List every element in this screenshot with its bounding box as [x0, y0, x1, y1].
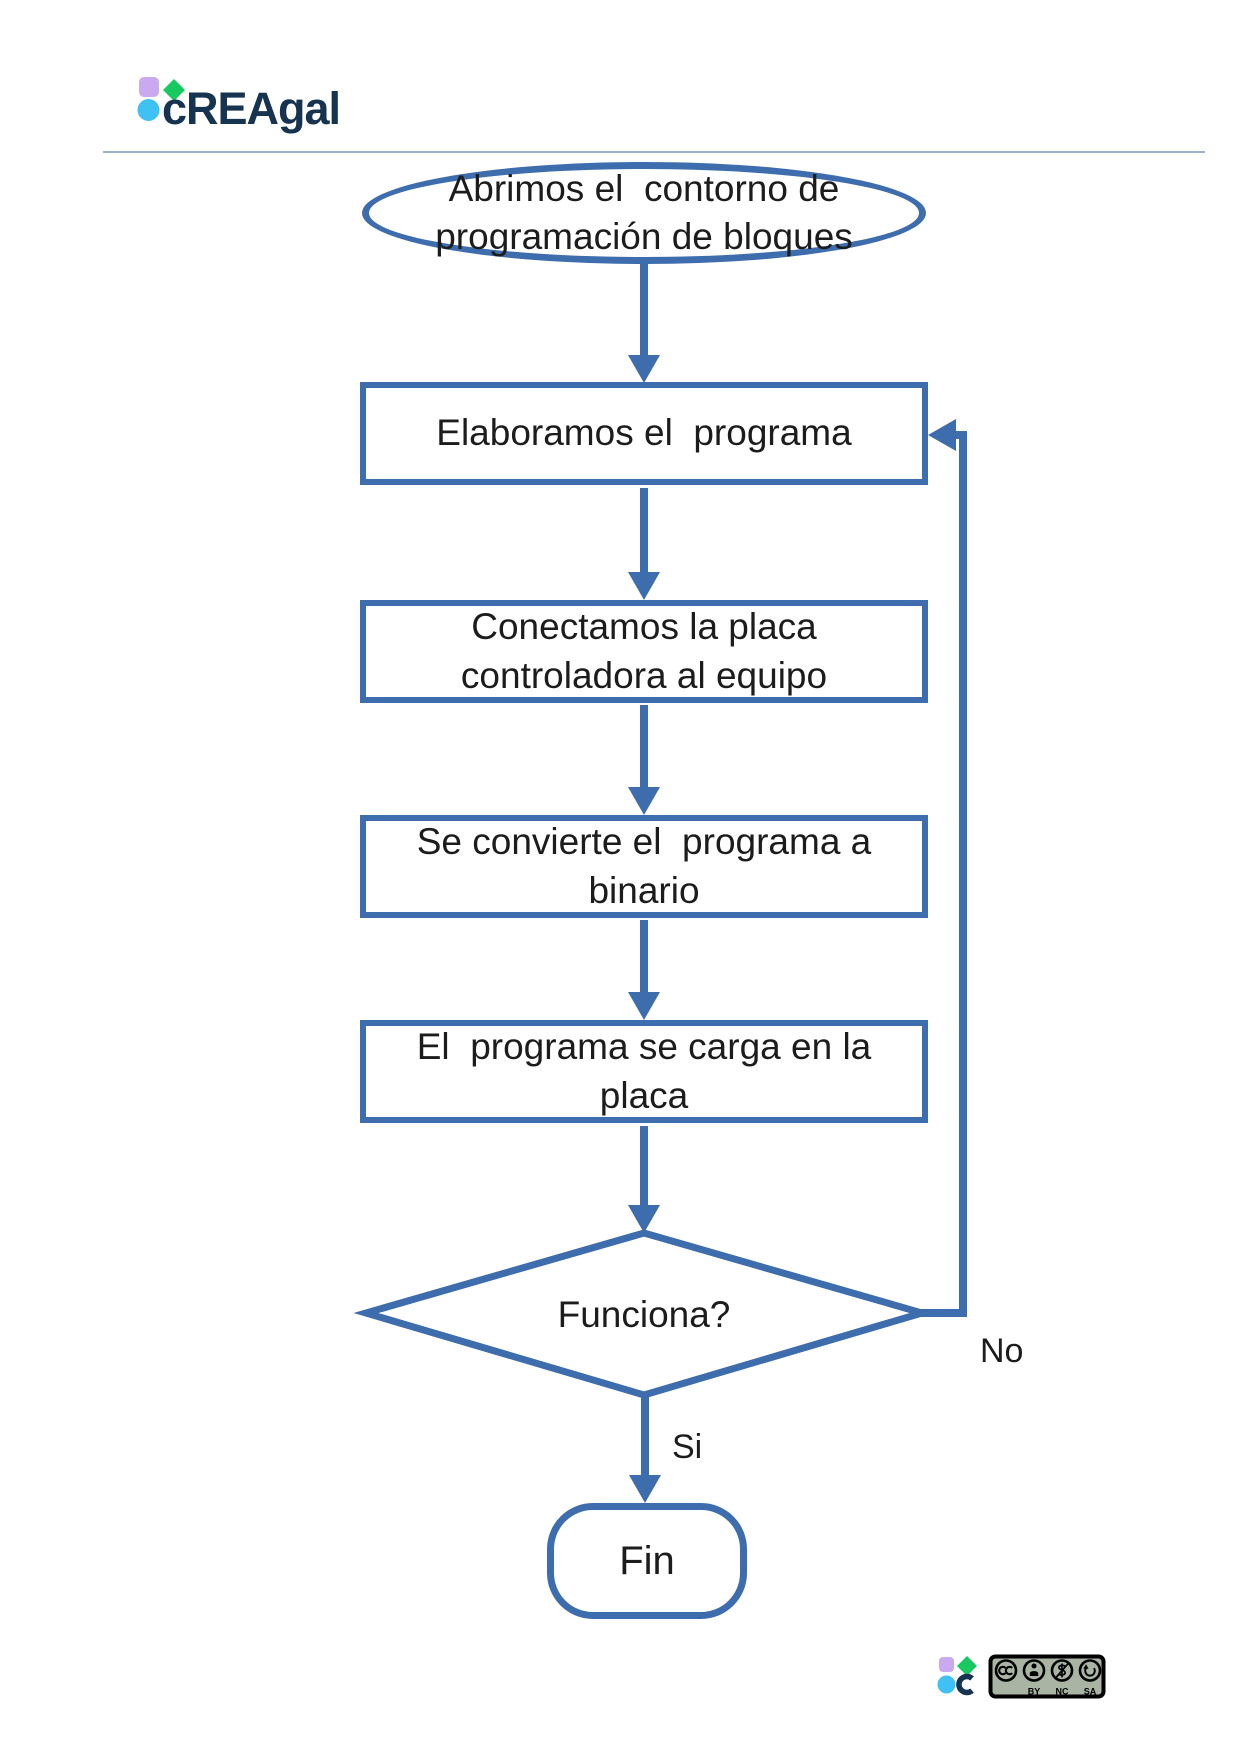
arrowhead-icon — [628, 787, 660, 815]
creagal-footer-mark-icon — [937, 1656, 977, 1696]
arrowhead-icon — [628, 355, 660, 383]
logo-diamond-icon — [163, 79, 185, 101]
cc-sa-label: SA — [1084, 1687, 1097, 1697]
logo-circle-icon — [137, 99, 160, 121]
logo-square-icon — [939, 1657, 954, 1672]
node-elaborate-label: Elaboramos el programa — [436, 412, 852, 454]
cc-nc-label: NC — [1056, 1687, 1069, 1697]
node-end: Fin — [547, 1503, 747, 1619]
logo-circle-icon — [937, 1675, 956, 1694]
node-convert-label: Se convierte el programa a binario — [416, 821, 882, 911]
edge-yes-arrowhead-icon — [629, 1475, 661, 1503]
node-load-label: El programa se carga en la placa — [416, 1026, 882, 1116]
cc-by-icon — [1022, 1659, 1046, 1682]
cc-badge-frame — [988, 1654, 1106, 1699]
node-elaborate-program: Elaboramos el programa — [360, 382, 928, 485]
node-end-label: Fin — [619, 1539, 675, 1583]
arrowhead-icon — [628, 992, 660, 1020]
cc-icon — [994, 1659, 1018, 1682]
cc-nc-icon — [1050, 1659, 1074, 1682]
arrowhead-icon — [628, 572, 660, 600]
cc-sa-icon — [1078, 1659, 1102, 1682]
arrowhead-icon — [628, 1205, 660, 1233]
edge-no-label: No — [980, 1332, 1024, 1370]
node-connect-board: Conectamos la placa controladora al equi… — [360, 600, 928, 703]
creagal-logo-text: cREAgal — [162, 83, 341, 134]
node-start: Abrimos el contorno de programación de b… — [362, 162, 926, 264]
node-decision-label: Funciona? — [557, 1293, 731, 1335]
logo-c-icon — [956, 1673, 974, 1696]
logo-diamond-icon — [957, 1656, 977, 1676]
logo-square-icon — [139, 77, 159, 97]
node-decision: Funciona? — [366, 1240, 922, 1390]
cc-by-label: BY — [1028, 1687, 1041, 1697]
cc-by-nc-sa-badge: BY NC SA — [988, 1654, 1106, 1699]
header-divider — [103, 151, 1205, 153]
creagal-logo: cREAgal — [137, 75, 467, 135]
node-load-program: El programa se carga en la placa — [360, 1020, 928, 1123]
edge-no-arrowhead-icon — [928, 419, 956, 451]
edge-yes-label: Si — [672, 1428, 703, 1466]
creagal-logo-mark-icon — [137, 77, 185, 121]
node-connect-label: Conectamos la placa controladora al equi… — [460, 606, 828, 696]
node-start-label: Abrimos el contorno de programación de b… — [435, 167, 853, 257]
node-convert-binary: Se convierte el programa a binario — [360, 815, 928, 918]
